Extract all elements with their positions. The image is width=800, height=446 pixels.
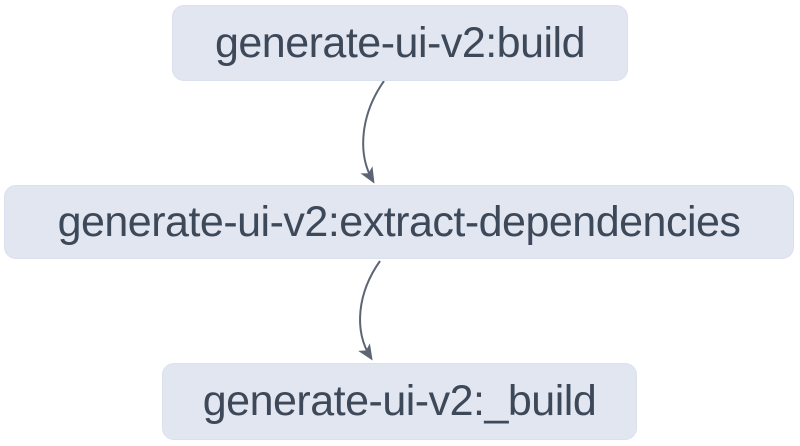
edge-build-to-extract-dependencies <box>360 80 385 184</box>
node-generate-ui-v2-build[interactable]: generate-ui-v2:build <box>172 5 628 81</box>
node-generate-ui-v2-extract-dependencies[interactable]: generate-ui-v2:extract-dependencies <box>4 185 794 259</box>
node-label: generate-ui-v2:extract-dependencies <box>57 197 741 246</box>
node-label: generate-ui-v2:build <box>214 18 586 67</box>
node-label: generate-ui-v2:_build <box>202 377 597 425</box>
node-generate-ui-v2-underscore-build[interactable]: generate-ui-v2:_build <box>162 363 637 440</box>
edge-extract-dependencies-to-underscore-build <box>358 260 381 361</box>
